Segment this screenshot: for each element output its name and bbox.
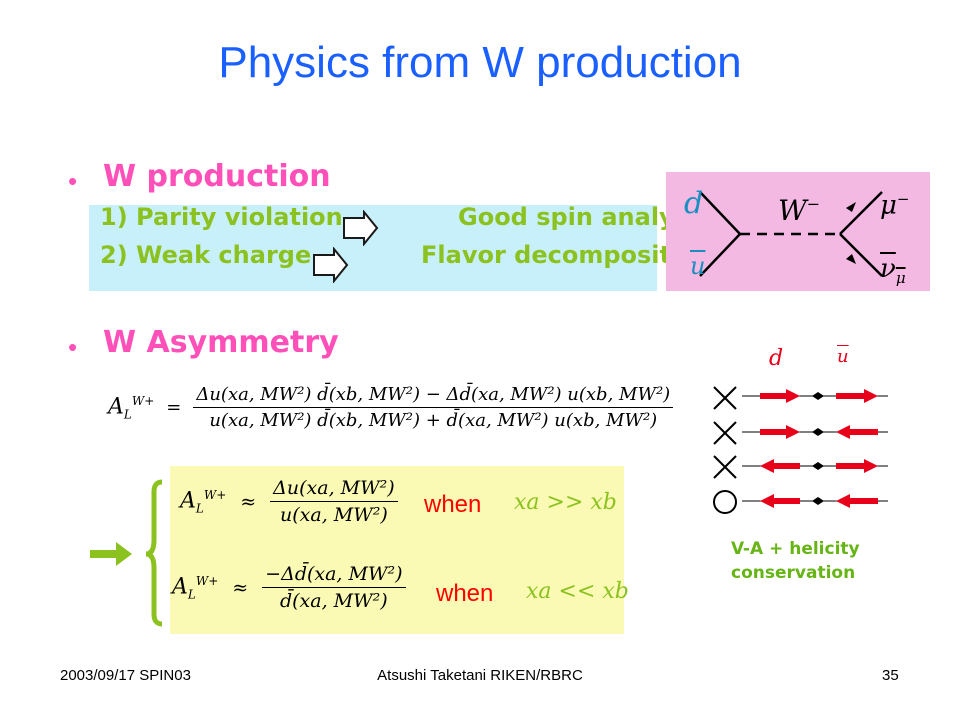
helicity-caption-line2: conservation bbox=[731, 563, 856, 583]
slide-title: Physics from W production bbox=[218, 38, 742, 87]
asym-numerator: Δu(xa, MW²) d̄(xb, MW²) − Δd̄(xa, MW²) u… bbox=[193, 384, 674, 408]
approx2-denominator: d̄(xa, MW²) bbox=[279, 590, 388, 612]
mu-charge: − bbox=[896, 190, 910, 208]
feynman-diagram-box: d u W− μ− νμ bbox=[666, 172, 930, 291]
approx1-denominator: u(xa, MW²) bbox=[280, 504, 388, 526]
helicity-label-d: d bbox=[769, 346, 784, 371]
bracket-arrow bbox=[90, 479, 163, 627]
approx1-numerator: Δu(xa, MW²) bbox=[270, 477, 398, 502]
approx2-numerator: −Δd̄(xa, MW²) bbox=[262, 563, 406, 588]
asym-equals: = bbox=[166, 397, 182, 418]
approx-formula-1: ALW+ ≈ Δu(xa, MW²) u(xa, MW²) bbox=[180, 477, 398, 526]
approx1-symbol: ≈ bbox=[240, 490, 257, 513]
nu-symbol: ν bbox=[880, 254, 896, 284]
bullet-w-asymmetry: W Asymmetry bbox=[103, 325, 339, 360]
helicity-label-ubar: u bbox=[837, 346, 849, 367]
asym-lhs-symbol: A bbox=[108, 393, 124, 419]
label-antineutrino: νμ bbox=[880, 254, 906, 287]
condition-2: xa << xb bbox=[526, 579, 629, 604]
asym-denominator: u(xa, MW²) d̄(xb, MW²) + d̄(xa, MW²) u(x… bbox=[209, 410, 658, 431]
helicity-diagram bbox=[742, 389, 888, 508]
circle-mark-icon bbox=[713, 490, 737, 514]
helicity-caption-line1: V-A + helicity bbox=[731, 539, 860, 559]
asym-lhs: ALW+ bbox=[108, 393, 155, 422]
cross-mark-icon bbox=[713, 455, 737, 479]
bullet-w-production: W production bbox=[103, 159, 331, 194]
item-weak-right: Flavor decomposition bbox=[421, 241, 713, 269]
bullet-dot-1: • bbox=[68, 166, 78, 196]
mu-symbol: μ bbox=[880, 190, 897, 221]
arrow-icon bbox=[343, 210, 379, 246]
cross-mark-icon bbox=[713, 421, 737, 445]
cross-mark-icon bbox=[713, 386, 737, 410]
approx2-fraction: −Δd̄(xa, MW²) d̄(xa, MW²) bbox=[262, 563, 406, 612]
item-weak-left: 2) Weak charge bbox=[100, 241, 312, 269]
condition-1: xa >> xb bbox=[514, 490, 617, 515]
item-parity-left: 1) Parity violation bbox=[100, 203, 343, 231]
approx2-symbol: ≈ bbox=[232, 576, 249, 599]
w-charge: − bbox=[806, 194, 821, 214]
page-number: 35 bbox=[882, 667, 899, 684]
footer-author: Atsushi Taketani RIKEN/RBRC bbox=[377, 667, 583, 684]
approx2-lhs: ALW+ bbox=[172, 573, 219, 602]
when-label-2: when bbox=[436, 580, 494, 607]
arrow-icon bbox=[313, 247, 349, 283]
label-w-boson: W− bbox=[778, 194, 820, 227]
nu-subscript: μ bbox=[895, 269, 906, 288]
w-symbol: W bbox=[778, 194, 807, 227]
footer-date: 2003/09/17 SPIN03 bbox=[60, 667, 191, 684]
feynman-diagram bbox=[699, 191, 883, 277]
summary-box bbox=[89, 205, 657, 291]
when-label-1: when bbox=[424, 491, 482, 518]
asymmetry-formula: ALW+ = Δu(xa, MW²) d̄(xb, MW²) − Δd̄(xa,… bbox=[108, 384, 674, 431]
approx2-lhs-symbol: A bbox=[172, 573, 188, 599]
approximation-box bbox=[170, 466, 624, 634]
label-d-quark: d bbox=[684, 186, 704, 221]
bullet-dot-2: • bbox=[68, 332, 78, 362]
approx1-lhs: ALW+ bbox=[180, 487, 227, 516]
label-ubar-quark: u bbox=[690, 252, 706, 280]
asym-fraction: Δu(xa, MW²) d̄(xb, MW²) − Δd̄(xa, MW²) u… bbox=[193, 384, 674, 431]
approx1-fraction: Δu(xa, MW²) u(xa, MW²) bbox=[270, 477, 398, 526]
label-muon: μ− bbox=[880, 190, 909, 221]
approx1-lhs-symbol: A bbox=[180, 487, 196, 513]
approx-formula-2: ALW+ ≈ −Δd̄(xa, MW²) d̄(xa, MW²) bbox=[172, 563, 406, 612]
helicity-caption: V-A + helicity conservation bbox=[731, 537, 860, 585]
